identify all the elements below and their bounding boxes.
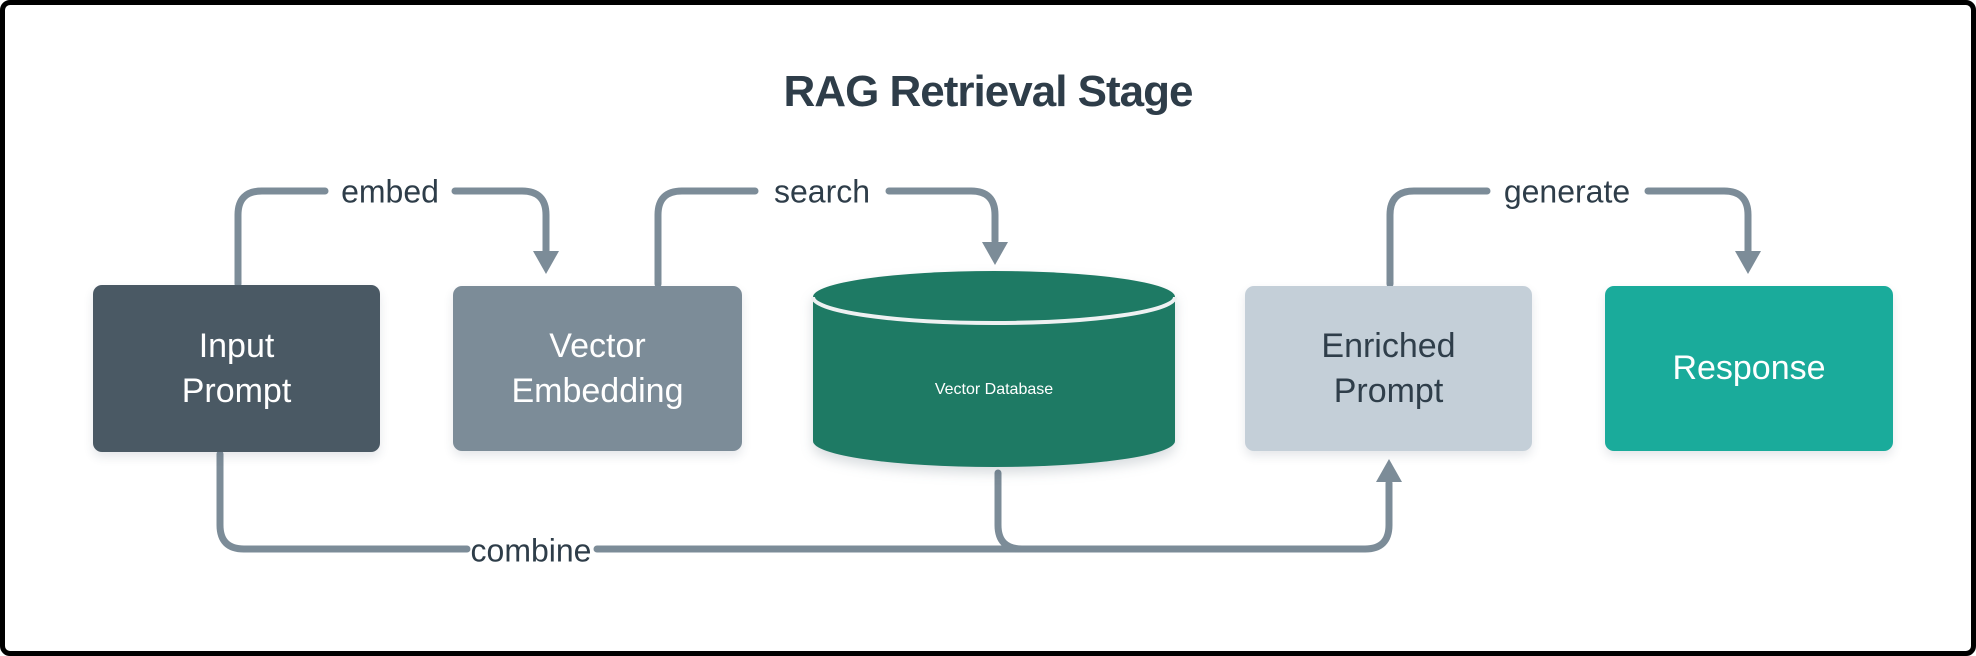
edge-generate-line-right <box>1644 187 1752 255</box>
edge-combine-line-right <box>593 479 1393 553</box>
arrowhead-down-icon <box>1735 251 1761 274</box>
edge-label-generate: generate <box>1503 173 1631 210</box>
node-vector-embedding-label: Vector Embedding <box>511 326 684 410</box>
edge-label-search: search <box>773 173 871 210</box>
edge-label-combine: combine <box>470 532 592 569</box>
edge-arrowheads <box>533 242 1761 482</box>
database-cylinder-shape <box>811 271 1177 467</box>
database-cylinder-lid-line <box>811 296 1177 325</box>
edge-label-embed: embed <box>341 173 439 210</box>
edge-search-line-right <box>885 187 999 245</box>
arrowhead-down-icon <box>533 251 559 274</box>
node-vector-embedding: Vector Embedding <box>453 286 742 451</box>
node-enriched-prompt-label: Enriched Prompt <box>1321 326 1456 410</box>
node-vector-database-label: Vector Database <box>934 381 1054 398</box>
node-enriched-prompt: Enriched Prompt <box>1245 286 1532 451</box>
flow-arrows-layer <box>216 187 1761 553</box>
edge-combine-line-left <box>216 450 471 553</box>
edge-embed-line-right <box>451 187 550 255</box>
edge-embed-line-left <box>234 187 329 288</box>
edge-combine-line-db-branch <box>994 469 1039 553</box>
edge-search-line-left <box>654 187 759 288</box>
edge-lines <box>216 187 1752 553</box>
node-input-prompt: Input Prompt <box>93 285 380 452</box>
node-input-prompt-label: Input Prompt <box>181 326 292 410</box>
node-response: Response <box>1605 286 1893 451</box>
arrowhead-up-icon <box>1376 459 1402 482</box>
node-response-label: Response <box>1672 349 1826 388</box>
diagram-title: RAG Retrieval Stage <box>783 67 1194 116</box>
edge-generate-line-left <box>1386 187 1491 288</box>
node-vector-database: Vector Database <box>813 317 1175 463</box>
arrowhead-down-icon <box>982 242 1008 265</box>
